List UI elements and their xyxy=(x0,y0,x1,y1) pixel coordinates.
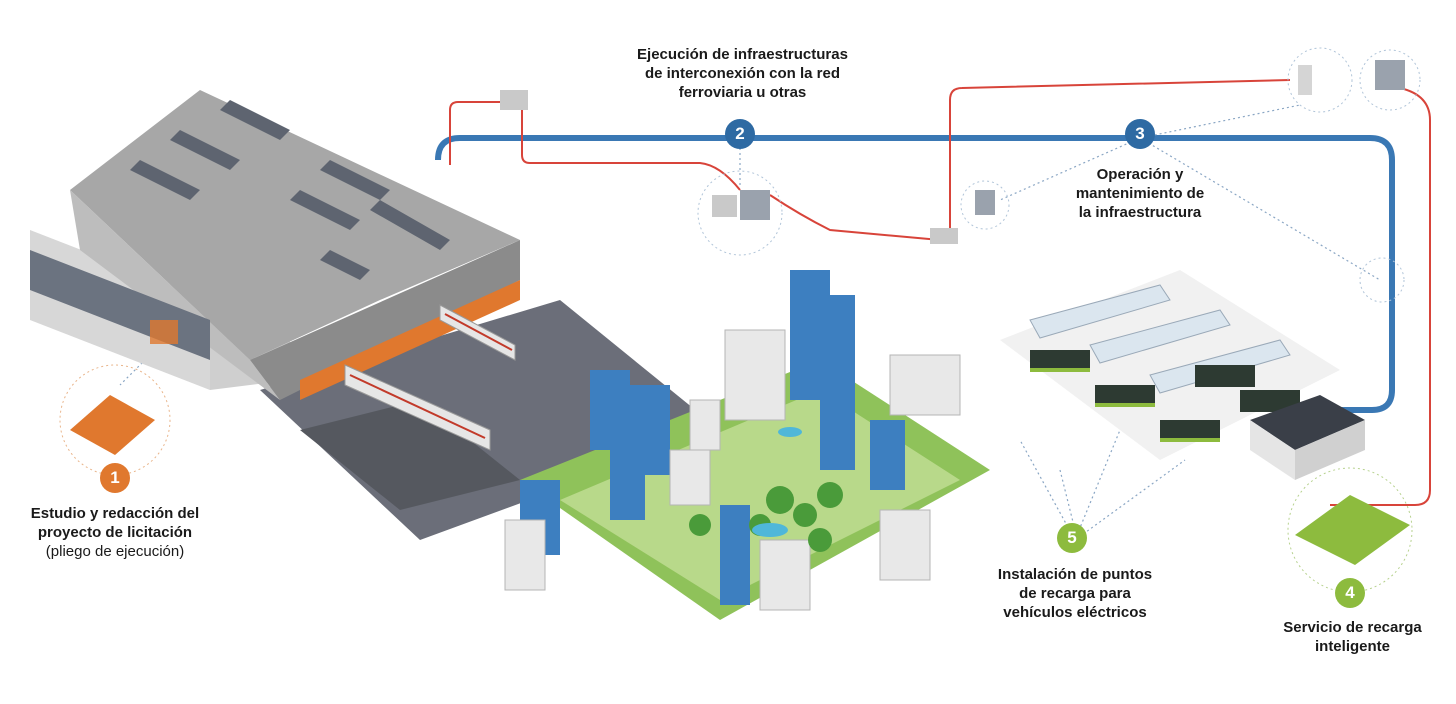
step-3-title-line-1: Operación y xyxy=(1096,166,1184,183)
step-badge-5: 5 xyxy=(1057,523,1087,553)
power-lines xyxy=(449,79,1431,506)
step-1-title-line-1: Estudio y redacción del xyxy=(30,505,200,522)
step-badge-3: 3 xyxy=(1125,119,1155,149)
step-label-4: Servicio de recarga inteligente xyxy=(1260,618,1445,656)
trains xyxy=(344,304,516,451)
step-badge-1: 1 xyxy=(100,463,130,493)
step-badge-4: 4 xyxy=(1335,578,1365,608)
step-2-title-line-1: Ejecución de infraestructuras xyxy=(637,46,848,63)
main-blue-line xyxy=(435,135,1395,413)
step-5-title-line-3: vehículos eléctricos xyxy=(1003,604,1147,621)
dotted-connectors xyxy=(119,104,1381,541)
step-3-title-line-3: la infraestructura xyxy=(1078,204,1202,221)
step-label-1: Estudio y redacción del proyecto de lici… xyxy=(10,504,220,561)
step-5-title-line-1: Instalación de puntos xyxy=(997,566,1153,583)
step-label-3: Operación y mantenimiento de la infraest… xyxy=(1055,165,1225,222)
step-2-title-line-3: ferroviaria u otras xyxy=(678,84,807,101)
step-badge-2: 2 xyxy=(725,119,755,149)
step-4-title-line-2: inteligente xyxy=(1314,638,1390,655)
step-1-subtitle: (pliego de ejecución) xyxy=(45,543,185,560)
step-2-title-line-2: de interconexión con la red xyxy=(644,65,841,82)
step-label-5: Instalación de puntos de recarga para ve… xyxy=(975,565,1175,622)
electrical-equipment-icons xyxy=(59,47,1421,593)
city xyxy=(504,270,990,620)
step-1-title-line-2: proyecto de licitación xyxy=(37,524,193,541)
charging-station xyxy=(1000,270,1365,480)
step-5-title-line-2: de recarga para xyxy=(1019,585,1131,602)
step-3-title-line-2: mantenimiento de xyxy=(1075,185,1205,202)
step-label-2: Ejecución de infraestructuras de interco… xyxy=(605,45,880,102)
step-4-title-line-1: Servicio de recarga xyxy=(1283,619,1422,636)
